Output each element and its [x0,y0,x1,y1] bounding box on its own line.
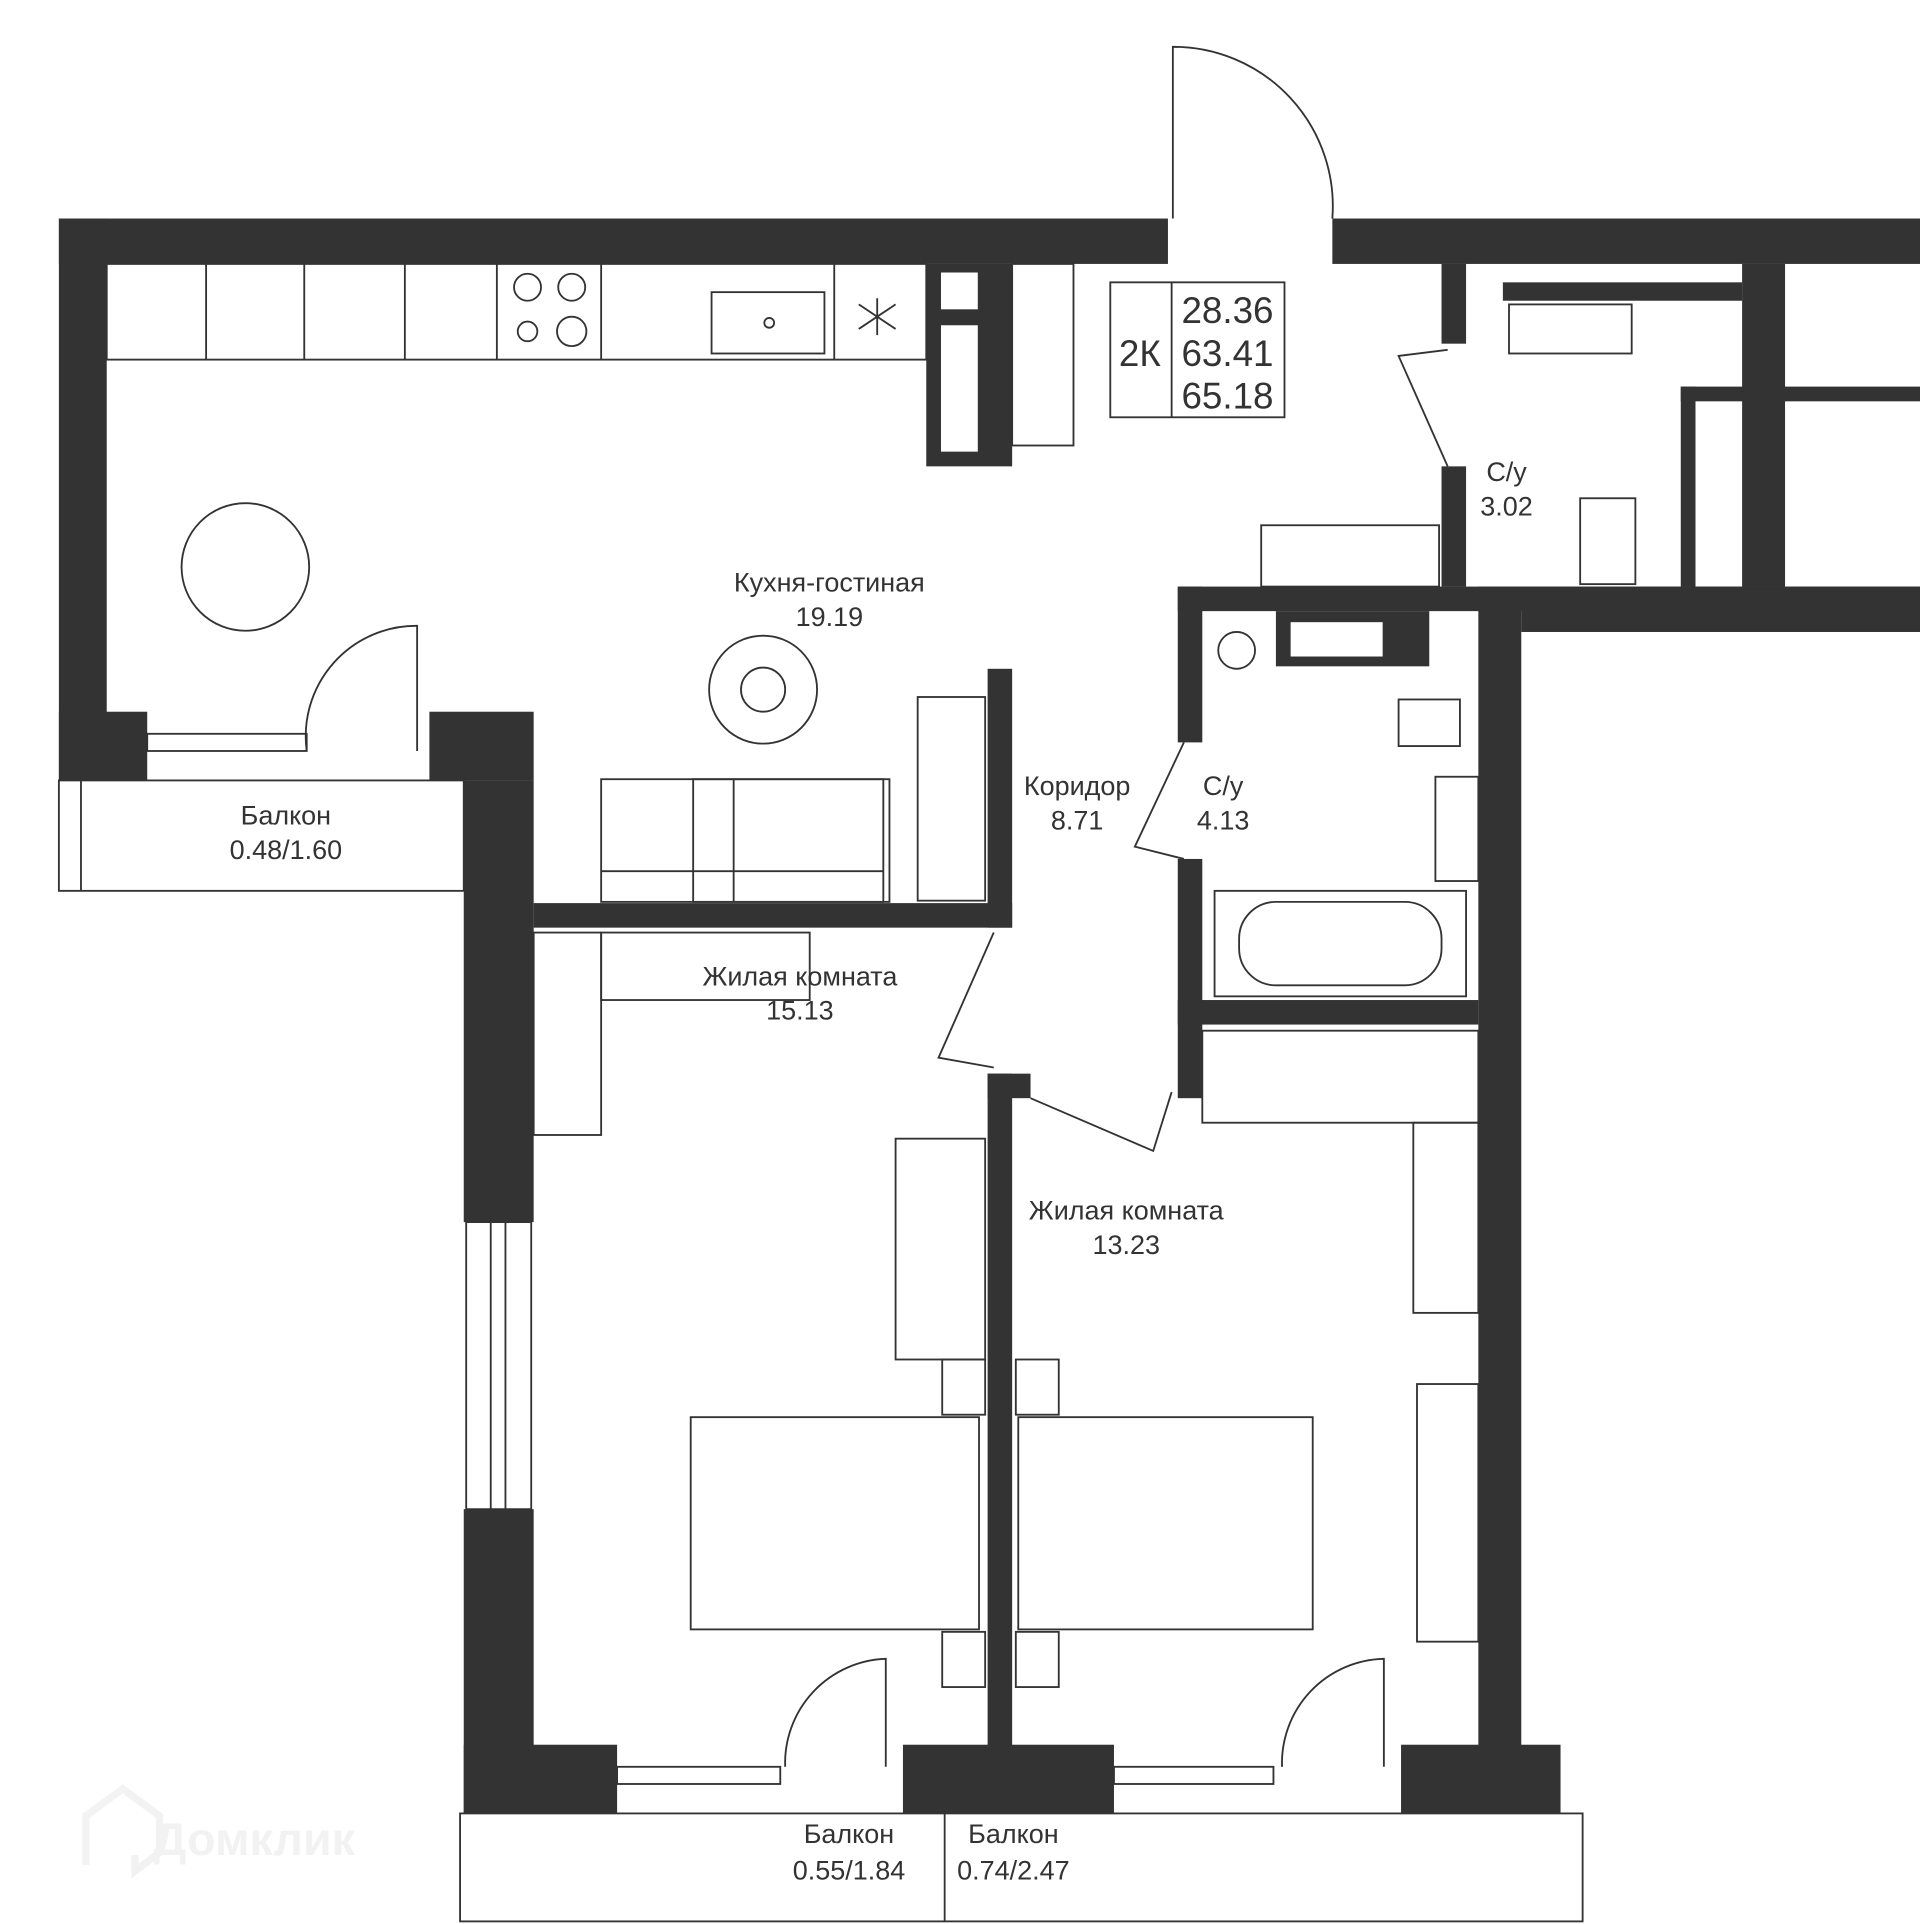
room-name: Кухня-гостиная [734,567,925,597]
room-name: Балкон [804,1819,894,1849]
total-area-with-balconies: 65.18 [1181,376,1273,417]
watermark-text: Домклик [153,1813,355,1865]
room-name: С/у [1203,771,1244,801]
windows [146,732,1275,1785]
walls [58,218,1920,1814]
room-area: 0.74/2.47 [957,1856,1070,1886]
doors [304,45,1449,1767]
bedroom-furniture [532,931,1480,1688]
room-name: Балкон [968,1819,1058,1849]
type-label: 2К [1119,333,1161,374]
room-area: 13.23 [1092,1230,1160,1260]
room-labels: Кухня-гостиная 19.19 Коридор 8.71 С/у 3.… [230,457,1533,1886]
total-area: 63.41 [1181,333,1273,374]
house-icon [82,1784,164,1879]
living-area: 28.36 [1181,290,1273,331]
room-area: 0.48/1.60 [230,835,343,865]
apartment-info-box: 2К 28.36 63.41 65.18 [1109,281,1286,419]
room-name: Балкон [241,801,331,831]
kitchen-furniture [105,263,1440,903]
room-area: 0.55/1.84 [793,1856,906,1886]
room-name: Коридор [1024,771,1131,801]
room-area: 8.71 [1051,806,1104,836]
room-name: Жилая комната [702,961,897,991]
room-area: 4.13 [1197,806,1250,836]
room-name: Жилая комната [1029,1196,1224,1226]
room-area: 19.19 [796,602,864,632]
room-area: 15.13 [766,996,834,1026]
bathroom-fixtures [1213,303,1637,998]
balconies [57,779,1584,1923]
watermark-logo: Домклик [82,1784,356,1879]
room-area: 3.02 [1480,491,1533,521]
room-name: С/у [1486,457,1527,487]
